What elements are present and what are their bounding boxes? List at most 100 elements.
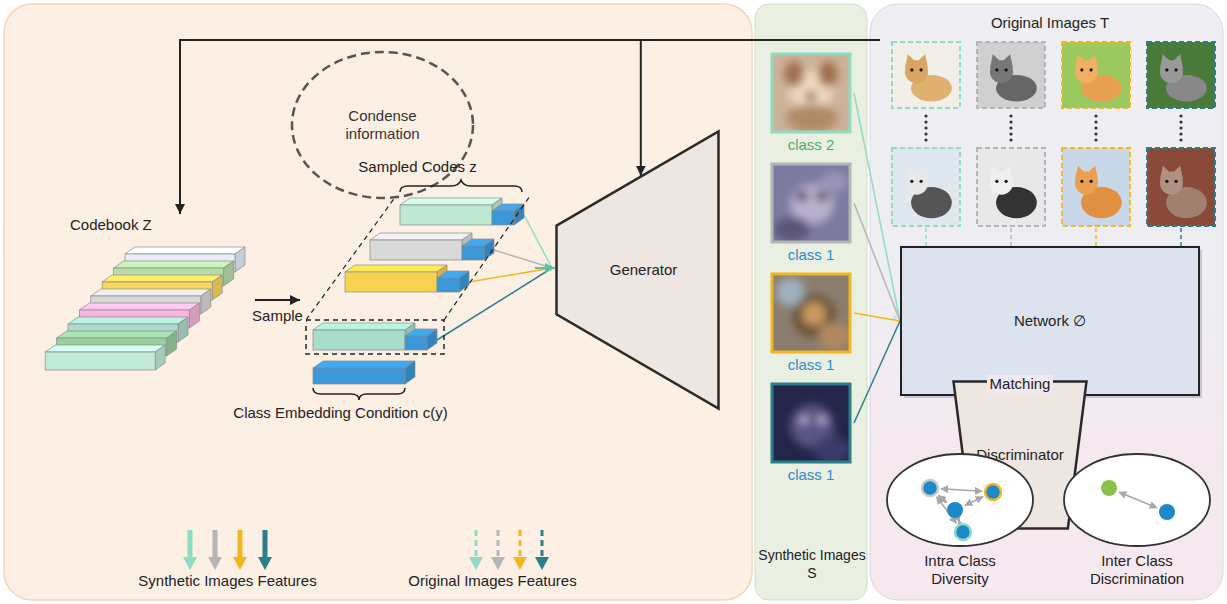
original-images-group: Original Images T: [880, 8, 1220, 228]
legend-label: Original Images Features: [380, 572, 605, 590]
legend-arrowhead: [513, 557, 527, 570]
inter-class-ellipse: Inter Class Discrimination: [1062, 452, 1212, 602]
photo-ground: [892, 42, 960, 108]
ellipsis-dot: [1179, 138, 1182, 141]
node-label: class 1: [788, 466, 835, 484]
ellipsis-dot: [924, 132, 927, 135]
photo-frame: [1147, 42, 1215, 108]
slab-top: [370, 233, 472, 240]
node-label: Codebook Z: [70, 216, 152, 234]
relation-arrow: [1119, 492, 1157, 508]
legend-arrow: [238, 530, 243, 558]
picture-blob: [814, 436, 850, 462]
generator-trapezoid: Generator: [555, 130, 720, 410]
connector: [854, 321, 900, 423]
panel-caption: Synthetic Images S: [756, 546, 868, 582]
ellipsis-dot: [1094, 132, 1097, 135]
code-line: [494, 250, 552, 268]
slab-top: [313, 323, 415, 330]
node-shape: [40, 214, 255, 379]
middle-panel: [755, 4, 867, 600]
legend-arrowhead: [491, 557, 505, 570]
animal-head: [1160, 60, 1183, 83]
feature-dot: [1159, 504, 1175, 520]
photo-frame: [977, 148, 1045, 226]
slab-front: [462, 246, 484, 260]
slab-front: [313, 368, 405, 384]
ellipsis-dot: [1094, 114, 1097, 117]
slab-front: [400, 205, 492, 225]
synthetic-image: class 1: [768, 382, 854, 532]
brace: [400, 180, 522, 192]
feature-dot: [922, 480, 938, 496]
slab-top: [68, 317, 188, 324]
node-shape: [880, 8, 1220, 228]
slab-side: [224, 261, 234, 286]
photo-ground: [1147, 42, 1215, 108]
feature-dot: [1101, 480, 1117, 496]
node-label: Sampled Codes z: [358, 158, 476, 176]
image-link: [1095, 228, 1097, 246]
animal-eye: [1175, 68, 1178, 71]
photo-frame: [1062, 148, 1130, 226]
picture-blob: [818, 61, 838, 87]
brace: [313, 388, 405, 400]
legend-arrowhead: [469, 557, 483, 570]
photo-ground: [1062, 148, 1130, 226]
animal-eye: [920, 180, 923, 183]
slab-front: [313, 330, 405, 350]
ellipsis-dot: [1009, 120, 1012, 123]
relation-arrow: [958, 520, 960, 521]
node-label: class 2: [788, 136, 835, 154]
ellipsis-dot: [1094, 126, 1097, 129]
ellipsis-dot: [1179, 132, 1182, 135]
ellipsis-dot: [1094, 120, 1097, 123]
slab-front: [45, 352, 155, 370]
animal-eye: [920, 68, 923, 71]
relation-arrow: [965, 497, 983, 506]
legend-arrow: [213, 530, 218, 558]
picture-blob: [820, 172, 848, 192]
slab-side: [155, 345, 165, 370]
legend-arrow: [263, 530, 268, 558]
slab-side: [235, 247, 245, 272]
animal-eye: [1165, 180, 1168, 183]
node-shape: [768, 382, 854, 532]
codebook-blocks: [45, 247, 245, 370]
picture-blob: [796, 191, 808, 201]
node-label: Network ∅: [1014, 312, 1086, 330]
code-blocks: [306, 180, 530, 400]
slab-side: [189, 303, 199, 328]
picture-frame: [772, 274, 850, 352]
node-label: Original Images T: [991, 14, 1109, 32]
picture-blob: [784, 61, 804, 87]
photo-frame: [1147, 148, 1215, 226]
ellipsis-dot: [1009, 114, 1012, 117]
intra-class-ellipse: Intra Class Diversity: [885, 452, 1035, 602]
picture-blob: [818, 322, 850, 350]
photo-ground: [977, 42, 1045, 108]
dashed-ellipse-note: Condense information: [290, 50, 475, 200]
picture-blob: [776, 278, 804, 306]
slab-top: [114, 261, 234, 268]
slab-top: [102, 275, 222, 282]
slab-front: [437, 278, 459, 292]
animal-eye: [995, 68, 998, 71]
animal-eye: [995, 180, 998, 183]
slab-front: [405, 336, 427, 350]
picture-blob: [806, 92, 816, 100]
slab-side: [212, 275, 222, 300]
photo-ground: [1062, 42, 1130, 108]
node-shape: [300, 156, 535, 404]
animal-eye: [1080, 180, 1083, 183]
photo-ground: [1147, 148, 1215, 226]
legend-arrowhead: [258, 557, 272, 570]
synthetic-picture: [772, 384, 850, 462]
animal-eye: [1175, 180, 1178, 183]
animal-head: [905, 172, 928, 195]
animal-eye: [1005, 180, 1008, 183]
dashed-frame: [306, 196, 396, 320]
legend-arrowhead: [208, 557, 222, 570]
ellipsis-dot: [1094, 138, 1097, 141]
box-outline: [901, 247, 1199, 395]
